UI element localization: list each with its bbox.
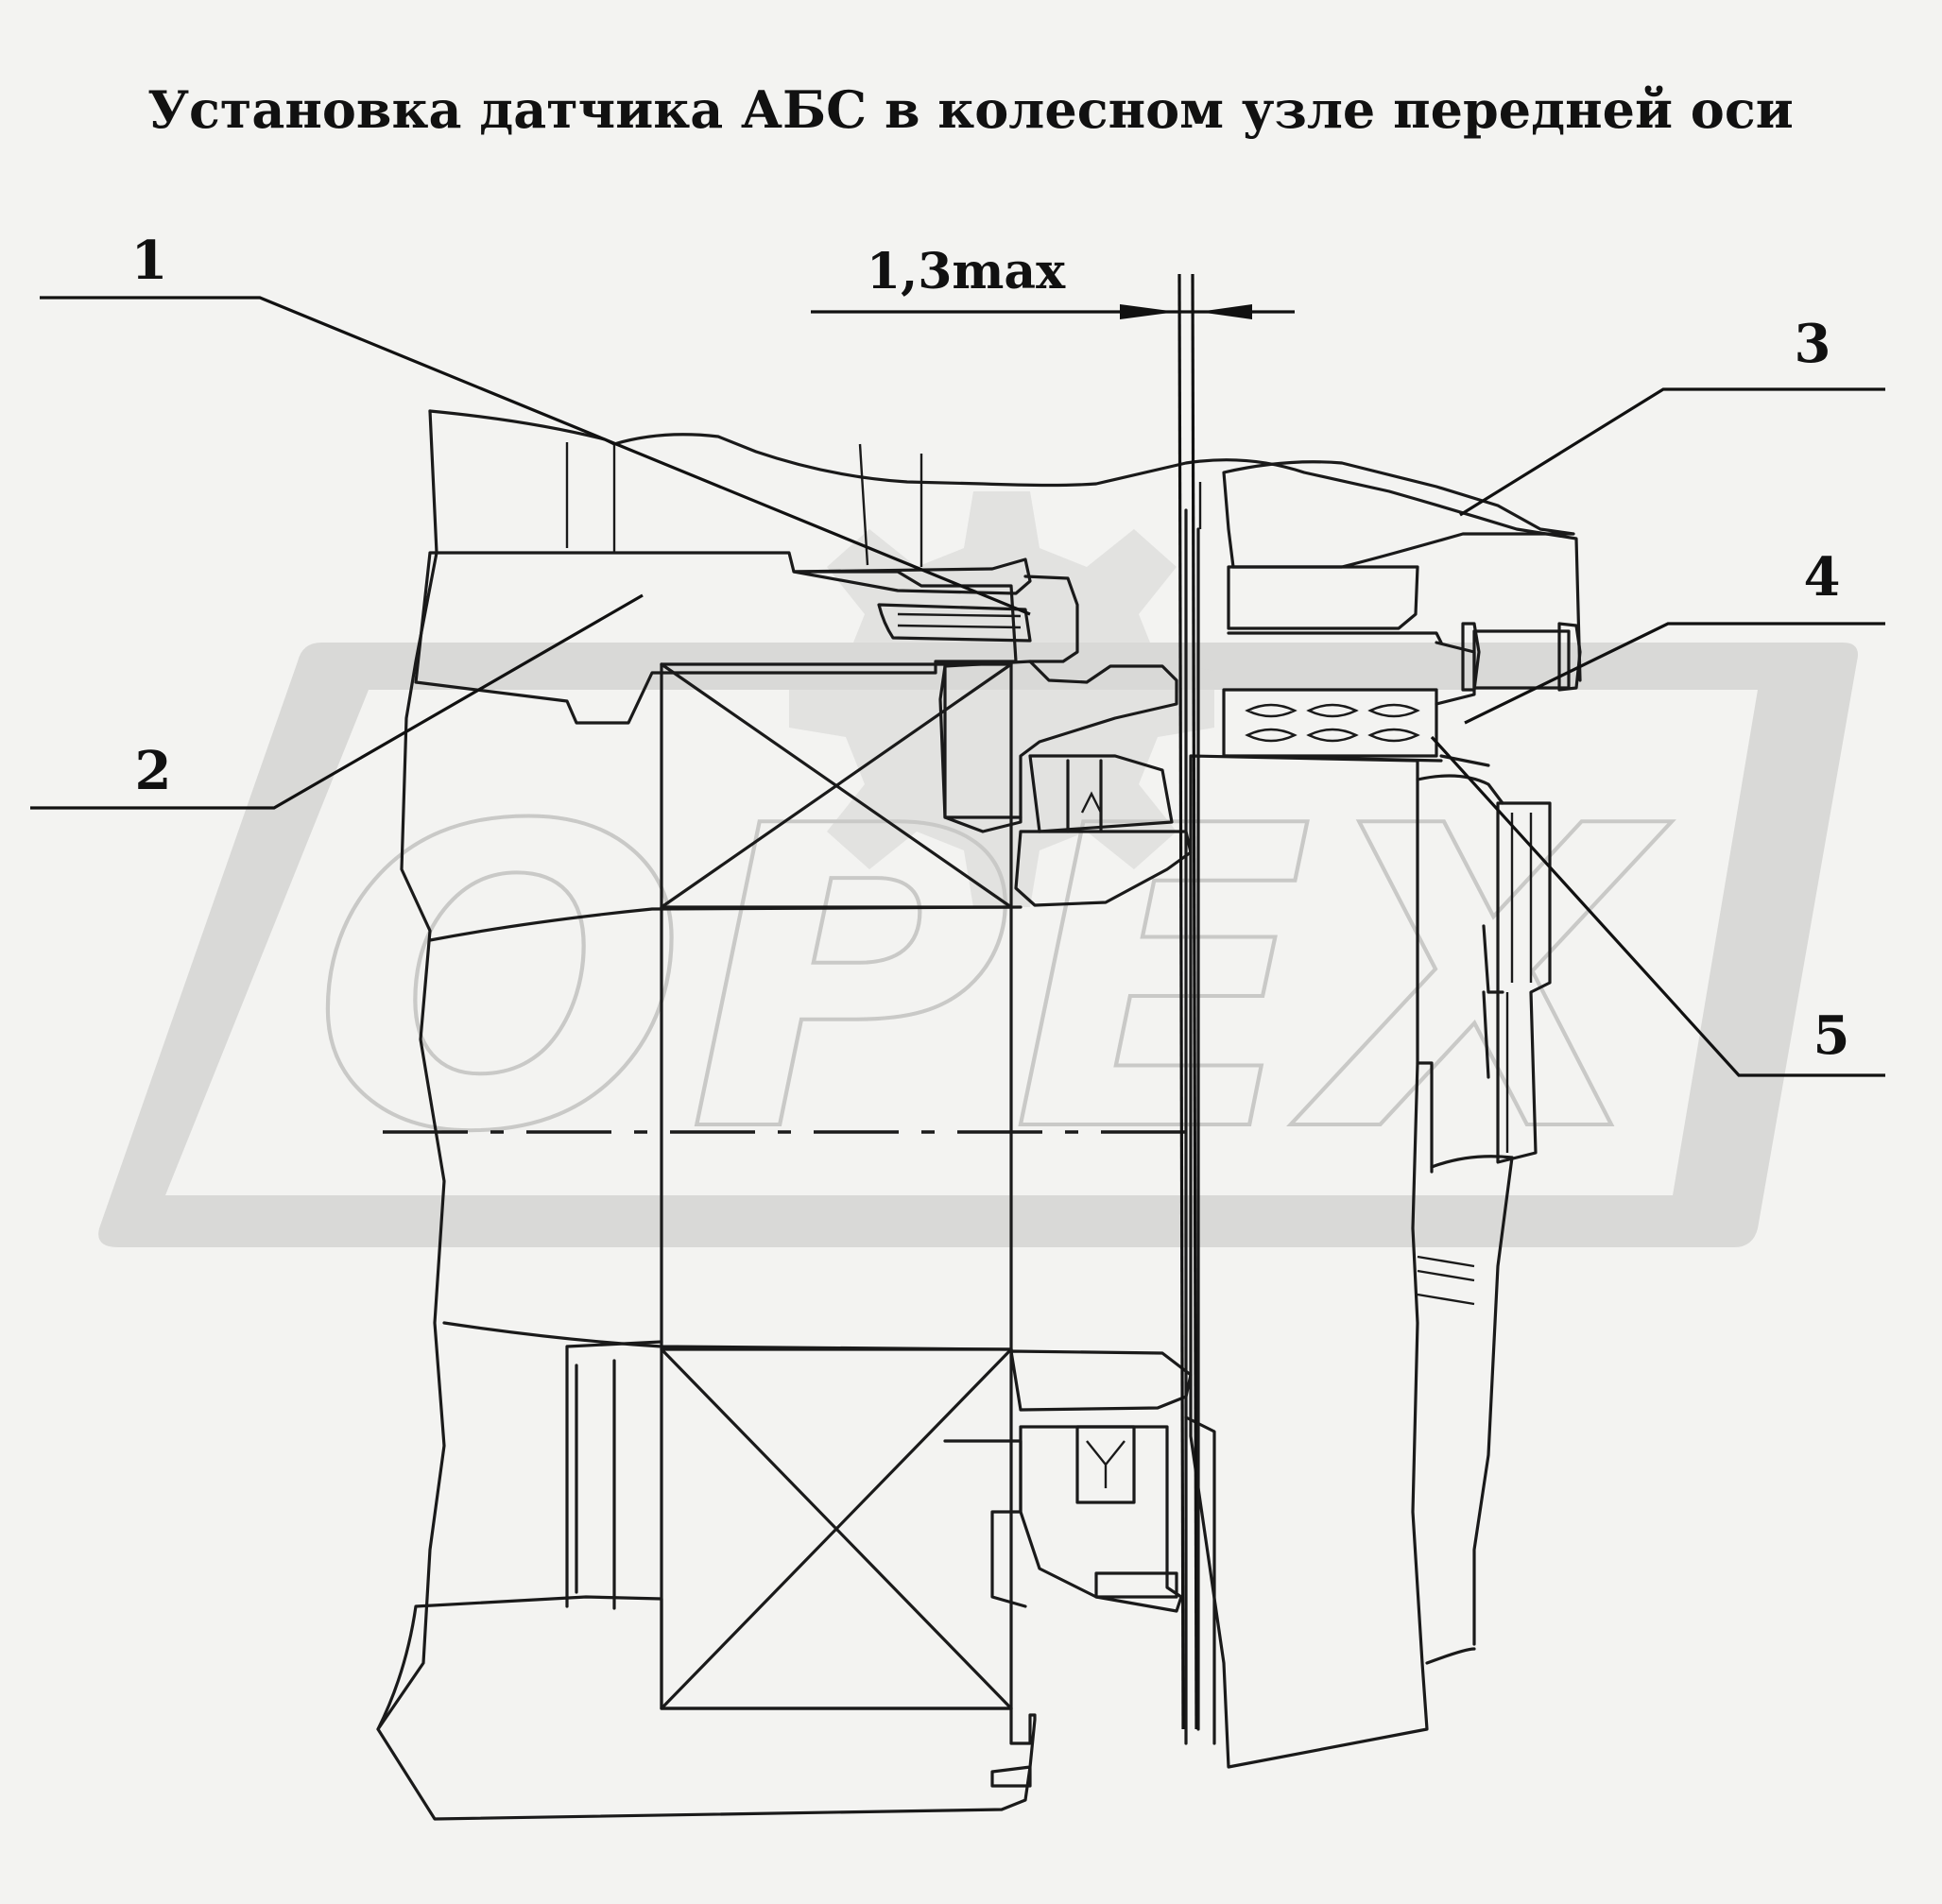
hub-inner-edge (1184, 1415, 1216, 1745)
callout-1: 1 (40, 230, 1031, 616)
callout-3: 3 (1459, 313, 1885, 517)
callout-label: 4 (1804, 546, 1841, 609)
leader-line (1430, 735, 1885, 1077)
bore-line (428, 905, 1023, 942)
seal-lip (1066, 759, 1103, 833)
lower-seal-ring (1019, 1425, 1183, 1613)
hub-ring-seat (1227, 631, 1443, 644)
leader-line (1464, 622, 1885, 725)
abs-tone-ring (1222, 688, 1438, 758)
leader-line (40, 296, 1031, 616)
lower-roller-bearing (660, 1347, 1013, 1710)
bore-line (442, 1321, 1013, 1351)
leader-line (30, 593, 644, 810)
knuckle-rib (858, 443, 869, 566)
wheel-disc-stud-inner (1505, 813, 1533, 1153)
wheel-disc-outline (1416, 774, 1514, 1665)
hub-flange-upper (1222, 460, 1575, 569)
wheel-hub-assembly-drawing (376, 409, 1582, 1821)
upper-roller-bearing (660, 662, 1013, 909)
lower-seal-lip (1075, 1425, 1136, 1504)
callout-label: 3 (1795, 313, 1831, 375)
abs-sensor-body (877, 603, 1032, 643)
callout-label: 5 (1813, 1004, 1850, 1067)
callout-label: 1 (131, 230, 168, 292)
abs-sensor-ribs (897, 612, 1022, 629)
upper-groove (943, 664, 1023, 819)
housing-section-lower (376, 1595, 1037, 1821)
watermark-gear (789, 491, 1214, 907)
seal-mark-upper (1080, 791, 1103, 814)
dimension-label: 1,3max (867, 243, 1066, 300)
wheel-bolt-nut (1557, 622, 1582, 692)
wheel-bolt-head (1461, 622, 1481, 692)
dimension-arrow-left (1120, 304, 1177, 319)
watermark: ОРЕХ (98, 491, 1859, 1247)
upper-seal-inner (1028, 754, 1174, 833)
hub-strip (1416, 1061, 1434, 1174)
dimension-arrow-right (1198, 304, 1252, 319)
callout-2: 2 (30, 593, 644, 810)
callout-label: 2 (135, 740, 172, 802)
leader-line (1459, 387, 1885, 517)
sensor-bushing (792, 557, 1032, 595)
hub-flange-mid (1227, 565, 1419, 630)
watermark-text: ОРЕХ (312, 739, 1672, 1223)
callout-4: 4 (1464, 546, 1885, 725)
lower-ring-step (943, 1439, 1027, 1608)
lower-small-ring (1094, 1571, 1178, 1599)
wheel-disc-hatch (1417, 1255, 1475, 1306)
wheel-disc-stud (1496, 801, 1552, 1164)
upper-seal-ring (938, 660, 1178, 833)
page-title: Установка датчика АБС в колесном узле пе… (147, 79, 1794, 140)
callout-5: 5 (1430, 735, 1885, 1077)
abs-sensor-head (1023, 575, 1079, 663)
abs-tone-ring-teeth (1245, 703, 1420, 743)
lower-spacer (1009, 1349, 1193, 1412)
watermark-frame (98, 643, 1859, 1247)
gap-dimension: 1,3max (811, 243, 1295, 1730)
seal-mark-lower (1086, 1440, 1126, 1488)
knuckle-left-edge (376, 409, 446, 1731)
